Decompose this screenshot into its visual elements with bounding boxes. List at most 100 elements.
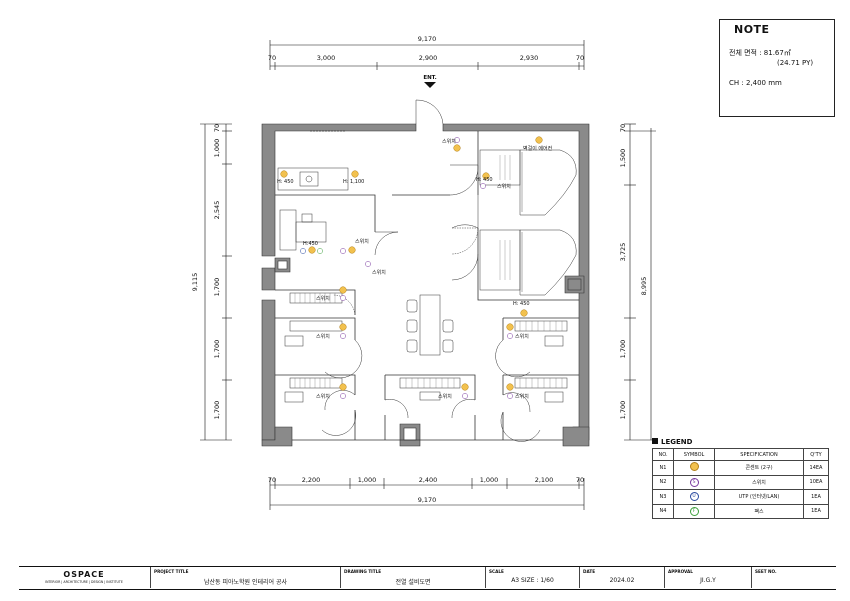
right-dimension-lines <box>624 123 656 441</box>
left-total-dim: 9,115 <box>191 273 199 292</box>
legend: LEGEND NO. SYMBOL SPECIFICATION Q'TY N1 … <box>652 436 829 519</box>
label-switch-9: 스위치 <box>515 333 529 340</box>
outlet-icon <box>535 136 543 144</box>
outlet-icon <box>348 246 356 254</box>
column-hatch <box>567 278 582 291</box>
column-hatch-3 <box>277 260 288 270</box>
doors <box>321 99 541 442</box>
drawing-title-caption: DRAWING TITLE <box>344 569 382 574</box>
legend-header-row: NO. SYMBOL SPECIFICATION Q'TY <box>652 448 829 461</box>
label-h450-2: H: 450 <box>476 177 493 183</box>
sheet-caption: SEET NO. <box>755 569 777 574</box>
switch-icon <box>340 333 346 339</box>
label-h450-4: H: 450 <box>513 301 530 307</box>
label-switch-8: 스위치 <box>438 393 452 400</box>
legend-qty: 1EA <box>803 503 829 519</box>
legend-symbol: S <box>673 474 715 490</box>
legend-qty: 14EA <box>803 460 829 476</box>
label-h450-1: H: 450 <box>277 179 294 185</box>
outlet-icon <box>280 170 288 178</box>
label-h1100: H: 1,100 <box>343 179 364 185</box>
approval-caption: APPROVAL <box>668 569 693 574</box>
project-title: 남산동 피아노학원 인테리어 공사 <box>203 579 287 586</box>
legend-no: N4 <box>652 503 674 519</box>
legend-no: N3 <box>652 489 674 505</box>
label-h450-3: H:450 <box>303 241 318 247</box>
legend-row: N2 S 스위치 10EA <box>652 474 829 490</box>
right-segment-3: 1,700 <box>619 340 627 359</box>
interior-partitions <box>275 130 579 441</box>
switch-icon <box>454 137 460 143</box>
switch-icon <box>340 295 346 301</box>
fax-icon: F <box>689 506 699 516</box>
bottom-dimension-lines <box>269 478 585 510</box>
logo-text: OSPACE <box>63 570 105 579</box>
logo-subtitle: INTERIOR | ARCHITECTURE | DESIGN | INSTI… <box>45 580 123 584</box>
switch-icon <box>462 393 468 399</box>
right-total-dim: 8,995 <box>640 277 648 296</box>
note-area-py: (24.71 PY) <box>777 59 814 67</box>
top-segment-2: 2,900 <box>419 54 438 62</box>
label-switch-5: 스위치 <box>316 295 330 302</box>
sheet-cell: SEET NO. <box>751 567 836 588</box>
bottom-segment-1: 2,200 <box>302 476 321 484</box>
note-area: 전체 면적 : 81.67㎡ <box>729 49 791 57</box>
label-switch-7: 스위치 <box>316 393 330 400</box>
left-dimension-lines <box>200 123 232 441</box>
approval-cell: APPROVAL JI.G.Y <box>664 567 751 588</box>
note-box: NOTE 전체 면적 : 81.67㎡ (24.71 PY) CH : 2,40… <box>719 19 835 117</box>
entrance-arrow-icon <box>424 82 436 88</box>
legend-qty: 10EA <box>803 474 829 490</box>
switch-icon <box>340 393 346 399</box>
legend-symbol: F <box>673 503 715 519</box>
legend-header-qty: Q'TY <box>803 448 829 461</box>
note-ceiling: CH : 2,400 mm <box>729 79 782 87</box>
top-dimension-lines <box>269 40 585 70</box>
legend-symbol: U <box>673 489 715 505</box>
outlet-symbols <box>280 136 543 391</box>
outlet-icon <box>689 462 699 472</box>
legend-spec: 콘센트 (2구) <box>714 460 804 476</box>
furniture <box>277 149 577 403</box>
label-switch-6: 스위치 <box>316 333 330 340</box>
legend-header-no: NO. <box>652 448 674 461</box>
bottom-total-dim: 9,170 <box>418 496 437 504</box>
drawing-title-cell: DRAWING TITLE 전열 설비도면 <box>340 567 485 588</box>
drawing-title: 전열 설비도면 <box>395 579 431 586</box>
date-caption: DATE <box>583 569 596 574</box>
legend-no: N2 <box>652 474 674 490</box>
top-segment-1: 3,000 <box>317 54 336 62</box>
legend-header-symbol: SYMBOL <box>673 448 715 461</box>
left-segment-4: 1,700 <box>213 340 221 359</box>
label-wall-ac: 벽걸이 에어컨 <box>523 145 553 152</box>
outlet-icon <box>520 309 528 317</box>
switch-icon <box>480 183 486 189</box>
outlet-icon <box>453 144 461 152</box>
date-value: 2024.02 <box>609 577 635 584</box>
left-segment-2: 2,545 <box>213 201 221 220</box>
outlet-icon <box>339 286 347 294</box>
label-switch-3: 스위치 <box>355 238 369 245</box>
date-cell: DATE 2024.02 <box>579 567 664 588</box>
label-switch-4: 스위치 <box>372 269 386 276</box>
outlet-icon <box>506 383 514 391</box>
legend-spec: 팩스 <box>714 503 804 519</box>
bottom-segment-3: 2,400 <box>419 476 438 484</box>
outlet-icon <box>351 170 359 178</box>
right-segment-4: 1,700 <box>619 401 627 420</box>
outlet-icon <box>339 383 347 391</box>
left-edge-top-dim: 70 <box>213 124 221 132</box>
bottom-edge-right-dim: 70 <box>576 476 584 484</box>
outlet-icon <box>339 323 347 331</box>
left-segment-5: 1,700 <box>213 401 221 420</box>
outlet-icon <box>461 383 469 391</box>
legend-title: LEGEND <box>652 436 829 448</box>
approval-value: JI.G.Y <box>700 577 716 584</box>
bottom-segment-2: 1,000 <box>358 476 377 484</box>
top-total-dim: 9,170 <box>418 35 437 43</box>
outlet-icon <box>308 246 316 254</box>
legend-symbol <box>673 460 715 476</box>
outlet-icon <box>482 172 490 180</box>
legend-row: N1 콘센트 (2구) 14EA <box>652 460 829 476</box>
